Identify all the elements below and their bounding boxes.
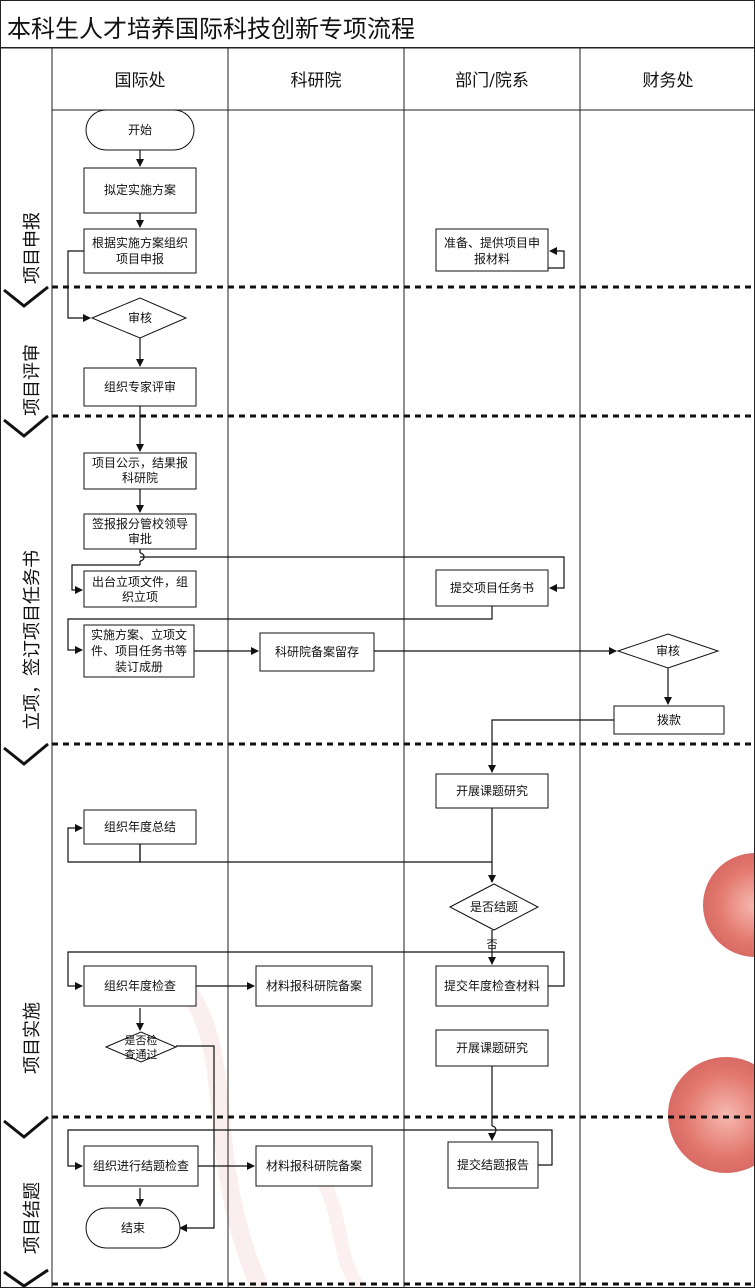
check-pass-label-1: 是否检 [125, 1033, 158, 1047]
review-diamond [90, 297, 188, 339]
material-archive-box-1 [255, 965, 373, 1007]
phase-label-implement: 项目实施 [22, 1002, 43, 1074]
page-title: 本科生人才培养国际科技创新专项流程 [7, 15, 415, 43]
issue-label-2: 织立项 [122, 589, 158, 604]
fund-label: 拨款 [657, 713, 681, 727]
research-label-2: 开展课题研究 [456, 1040, 528, 1055]
archive-box [259, 632, 375, 672]
draft-plan-label: 拟定实施方案 [104, 182, 176, 197]
annual-summary-label: 组织年度总结 [104, 819, 176, 834]
sign-box [83, 513, 197, 550]
bind-label-3: 装订成册 [115, 660, 163, 674]
prepare-materials-box [435, 228, 549, 272]
organize-apply-box [83, 228, 197, 274]
start-node [85, 109, 195, 151]
material-archive-box-2 [255, 1145, 373, 1187]
lane-header-international: 国际处 [115, 71, 166, 91]
sign-label-2: 审批 [128, 531, 152, 546]
bind-box [83, 624, 195, 678]
prepare-label-1: 准备、提供项目申 [444, 235, 540, 250]
research-box-2 [435, 1029, 549, 1067]
phase-label-establish: 立项，签订项目任务书 [22, 550, 43, 730]
no-label: 否 [487, 938, 498, 951]
finance-review-label: 审核 [656, 643, 680, 658]
lane-header-finance: 财务处 [643, 71, 694, 91]
material-archive-label-1: 材料报科研院备案 [266, 978, 362, 993]
bind-label-2: 件、项目任务书等 [91, 643, 187, 658]
lane-header-research: 科研院 [291, 71, 342, 91]
submit-annual-label: 提交年度检查材料 [444, 978, 540, 993]
fund-box [613, 705, 725, 735]
annual-summary-box [83, 809, 197, 845]
phase-label-conclude: 项目结题 [22, 1182, 43, 1254]
submit-final-label: 提交结题报告 [457, 1157, 529, 1172]
conclude-label: 是否结题 [470, 900, 518, 914]
research-box-1 [435, 773, 549, 809]
lane-header-department: 部门/院系 [455, 71, 529, 91]
conclude-diamond [448, 883, 540, 931]
annual-check-box [83, 965, 197, 1007]
issue-box [83, 570, 197, 608]
finance-review-diamond [616, 633, 720, 669]
prepare-label-2: 报材料 [474, 251, 510, 266]
organize-apply-label-2: 项目申报 [116, 251, 164, 266]
check-pass-diamond [104, 1031, 178, 1063]
end-node [85, 1207, 181, 1249]
publicize-box [83, 452, 197, 490]
phase-label-apply: 项目申报 [22, 212, 43, 284]
start-label: 开始 [128, 123, 152, 137]
annual-check-label: 组织年度检查 [104, 978, 176, 993]
draft-plan-box [83, 167, 197, 214]
phase-label-review: 项目评审 [22, 344, 43, 416]
phase-chevrons [3, 285, 49, 1288]
end-label: 结束 [121, 1221, 145, 1235]
archive-label: 科研院备案留存 [275, 644, 359, 659]
publicize-label-1: 项目公示，结果报 [92, 455, 188, 470]
nodes: 开始 拟定实施方案 根据实施方案组织 项目申报 准备、提供项目申 报材料 审核 … [83, 109, 725, 1249]
submit-task-box [435, 569, 549, 607]
final-check-label: 组织进行结题检查 [93, 1158, 189, 1173]
submit-final-box [447, 1141, 539, 1189]
check-pass-label-2: 查通过 [125, 1047, 158, 1061]
expert-review-label: 组织专家评审 [104, 379, 176, 394]
material-archive-label-2: 材料报科研院备案 [266, 1158, 362, 1173]
connectors [67, 150, 672, 1232]
bind-label-1: 实施方案、立项文 [91, 627, 187, 642]
review-label: 审核 [128, 310, 152, 325]
research-label-1: 开展课题研究 [456, 783, 528, 798]
background-decoration [173, 853, 755, 1288]
phase-separators [52, 285, 755, 1286]
issue-label-1: 出台立项文件，组 [92, 574, 188, 589]
expert-review-box [83, 367, 197, 407]
organize-apply-label-1: 根据实施方案组织 [92, 235, 188, 250]
sign-label-1: 签报报分管校领导 [92, 516, 188, 531]
final-check-box [83, 1145, 199, 1187]
submit-task-label: 提交项目任务书 [450, 580, 534, 595]
publicize-label-2: 科研院 [122, 471, 158, 485]
submit-annual-box [435, 965, 549, 1007]
